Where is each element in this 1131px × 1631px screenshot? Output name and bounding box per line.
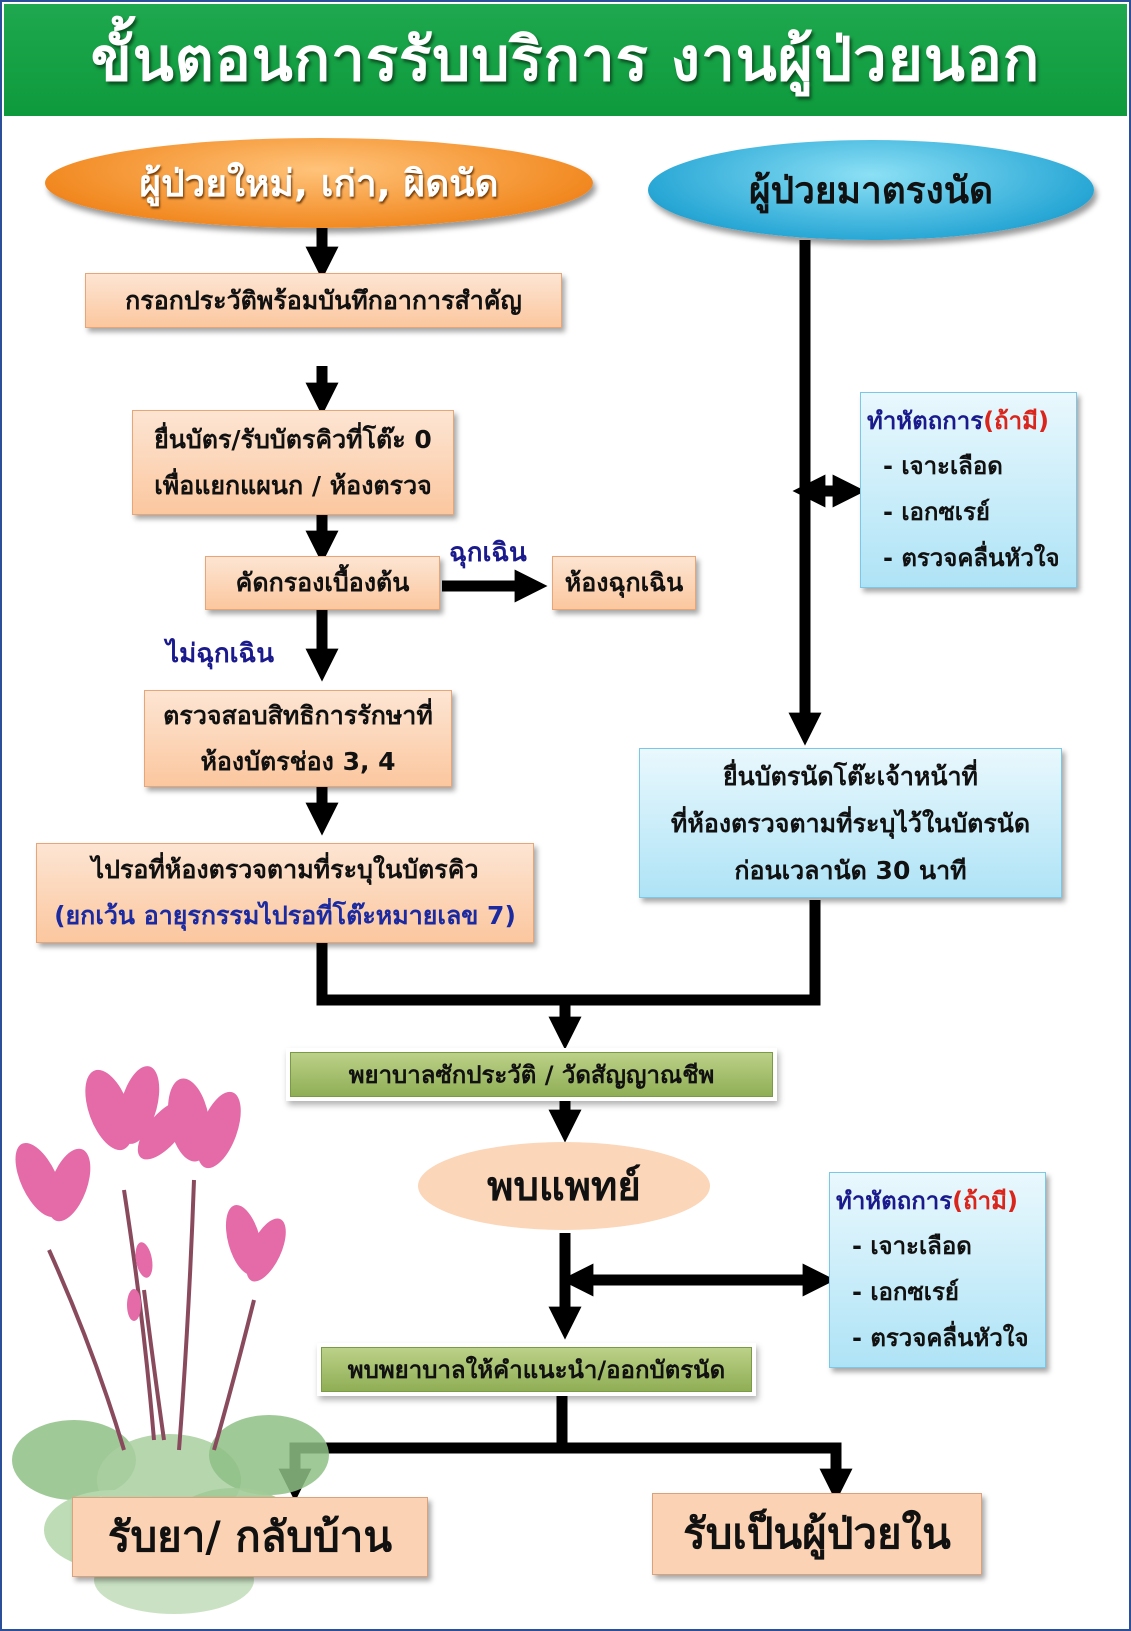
- start-appointment-patient-oval: ผู้ป่วยมาตรงนัด: [648, 140, 1094, 240]
- page-title: ขั้นตอนการรับบริการ งานผู้ป่วยนอก: [90, 25, 1041, 95]
- check-rights-box: ตรวจสอบสิทธิการรักษาที่ ห้องบัตรช่อง 3, …: [144, 690, 452, 787]
- start-new-patient-oval: ผู้ป่วยใหม่, เก่า, ผิดนัด: [45, 138, 593, 228]
- see-doctor-oval: พบแพทย์: [418, 1142, 710, 1230]
- emergency-room-box: ห้องฉุกเฉิน: [552, 556, 696, 610]
- procedures-box-1: ทำหัตถการ(ถ้ามี) - เจาะเลือด - เอกซเรย์ …: [860, 392, 1077, 588]
- submit-appointment-line-1: ยื่นบัตรนัดโต๊ะเจ้าหน้าที่: [722, 761, 978, 791]
- procedures-heading-1: ทำหัตถการ(ถ้ามี): [867, 407, 1049, 435]
- non-emergency-label: ไม่ฉุกเฉิน: [166, 639, 275, 669]
- queue-card-box: ยื่นบัตร/รับบัตรคิวที่โต๊ะ 0 เพื่อแยกแผน…: [132, 410, 454, 515]
- flower-petals: [15, 1066, 286, 1321]
- submit-appointment-line-2: ที่ห้องตรวจตามที่ระบุไว้ในบัตรนัด: [670, 808, 1031, 838]
- wait-room-text: ไปรอที่ห้องตรวจตามที่ระบุในบัตรคิว: [91, 855, 479, 884]
- screening-box: คัดกรองเบื้องต้น: [205, 556, 440, 610]
- nurse-history-box: พยาบาลซักประวัติ / วัดสัญญาณชีพ: [290, 1052, 773, 1097]
- go-home-box: รับยา/ กลับบ้าน: [72, 1497, 428, 1577]
- procedure-ekg-1: - ตรวจคลื่นหัวใจ: [883, 544, 1060, 572]
- procedure-blood-test-2: - เจาะเลือด: [852, 1232, 972, 1260]
- queue-card-line-1: ยื่นบัตร/รับบัตรคิวที่โต๊ะ 0: [154, 424, 432, 454]
- wait-room-box: ไปรอที่ห้องตรวจตามที่ระบุในบัตรคิว (ยกเว…: [36, 843, 534, 943]
- check-rights-line-1: ตรวจสอบสิทธิการรักษาที่: [163, 700, 433, 730]
- procedure-blood-test-1: - เจาะเลือด: [883, 452, 1003, 480]
- procedures-heading-2: ทำหัตถการ(ถ้ามี): [836, 1187, 1018, 1215]
- emergency-label: ฉุกเฉิน: [449, 538, 527, 568]
- submit-appointment-card-box: ยื่นบัตรนัดโต๊ะเจ้าหน้าที่ ที่ห้องตรวจตา…: [639, 748, 1062, 898]
- check-rights-line-2: ห้องบัตรช่อง 3, 4: [200, 746, 396, 776]
- submit-appointment-line-3: ก่อนเวลานัด 30 นาที: [734, 855, 967, 885]
- fill-history-box: กรอกประวัติพร้อมบันทึกอาการสำคัญ: [85, 273, 562, 328]
- header-banner: ขั้นตอนการรับบริการ งานผู้ป่วยนอก: [4, 4, 1127, 116]
- nurse-advice-box: พบพยาบาลให้คำแนะนำ/ออกบัตรนัด: [321, 1347, 752, 1392]
- procedure-xray-2: - เอกซเรย์: [852, 1278, 959, 1306]
- procedure-ekg-2: - ตรวจคลื่นหัวใจ: [852, 1324, 1029, 1352]
- wait-room-note: (ยกเว้น อายุรกรรมไปรอที่โต๊ะหมายเลข 7): [54, 901, 516, 930]
- procedures-box-2: ทำหัตถการ(ถ้ามี) - เจาะเลือด - เอกซเรย์ …: [829, 1172, 1046, 1368]
- flower-stems: [47, 1179, 256, 1451]
- queue-card-line-2: เพื่อแยกแผนก / ห้องตรวจ: [154, 470, 432, 500]
- procedure-xray-1: - เอกซเรย์: [883, 498, 990, 526]
- admit-inpatient-box: รับเป็นผู้ป่วยใน: [652, 1493, 982, 1575]
